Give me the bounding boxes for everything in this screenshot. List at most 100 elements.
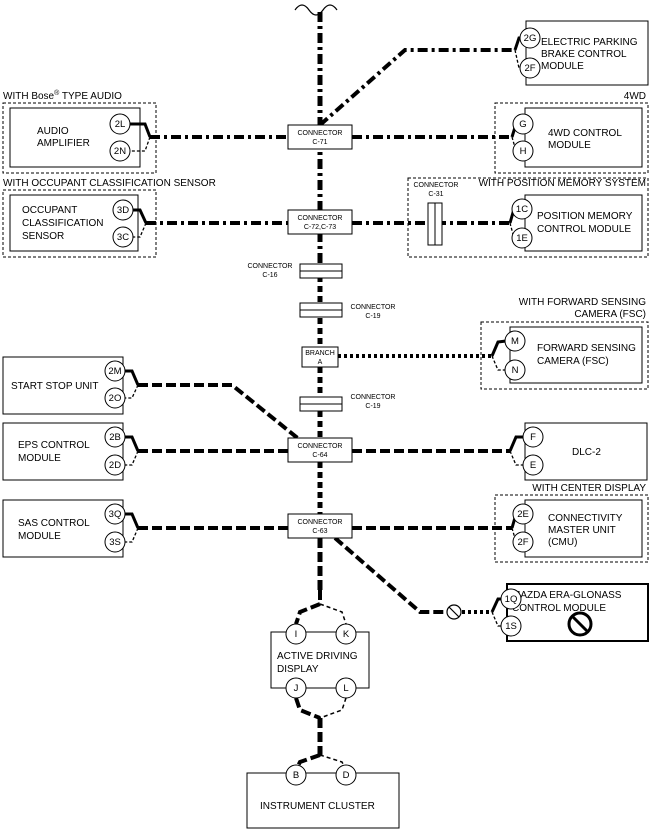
- pin-label-audio-2: 2N: [114, 146, 126, 157]
- pin-sas-1: [104, 503, 126, 525]
- connector-labels: CONNECTOR C-71 CONNECTOR C-72,C-73 CONNE…: [248, 130, 459, 535]
- fork-epb-low: [514, 49, 521, 69]
- box-eps: [2, 422, 124, 481]
- pin-label-ss-2: 2O: [109, 393, 122, 404]
- pin-start-stop-1: [104, 360, 126, 382]
- c19b-label-1: CONNECTOR: [351, 394, 396, 401]
- box-4wd: [524, 107, 643, 168]
- frame-cmu: [494, 494, 649, 563]
- pin-label-occupant-2: 3C: [117, 232, 129, 243]
- frame-4wd: [494, 102, 649, 174]
- pin-4wd-1: [512, 113, 534, 135]
- c64-label-1: CONNECTOR: [298, 443, 343, 450]
- fork-sas-high: [124, 512, 140, 529]
- prohibited-circle-icon: [446, 604, 462, 620]
- pin-eps-2: [104, 454, 126, 476]
- label-start-stop: START STOP UNIT: [11, 381, 98, 392]
- group-label-position-memory: WITH POSITION MEMORY SYSTEM: [479, 178, 646, 189]
- pin-adisp-4: [335, 677, 357, 699]
- label-adisp-1: ACTIVE DRIVING: [277, 651, 358, 662]
- fork-eps-high: [124, 435, 140, 452]
- box-dlc: [524, 422, 648, 481]
- connector-c63: [287, 513, 353, 539]
- pin-label-sas-2: 3S: [109, 537, 121, 548]
- wire-era: [333, 536, 446, 614]
- c63-label-2: C-63: [312, 528, 327, 535]
- connectors: [287, 124, 443, 539]
- label-sas-1: SAS CONTROL: [18, 518, 90, 529]
- label-eps-2: MODULE: [18, 453, 61, 464]
- pin-epb-1: [519, 27, 541, 49]
- label-4wd-1: 4WD CONTROL: [548, 128, 622, 139]
- c19a-label-1: CONNECTOR: [351, 304, 396, 311]
- group-label-fsc-2: CAMERA (FSC): [574, 309, 646, 320]
- pin-labels: 2G 2F 2L 2N G H 3D 3C 1C 1E M N 2M 2O 2B…: [108, 33, 536, 781]
- label-occupant-2: CLASSIFICATION: [22, 218, 104, 229]
- c72-label-2: C-72,C-73: [304, 224, 336, 231]
- label-sas-2: MODULE: [18, 531, 61, 542]
- label-4wd-2: MODULE: [548, 140, 591, 151]
- pin-label-pm-2: 1E: [516, 233, 528, 244]
- fork-occupant-low: [132, 222, 147, 238]
- fork-start-stop-low: [124, 384, 139, 399]
- box-position-memory: [524, 194, 643, 252]
- pin-position-memory-2: [511, 227, 533, 249]
- c19b-label-2: C-19: [365, 403, 380, 410]
- prohibited-circle-icon: [567, 611, 593, 637]
- fork-era-low: [491, 611, 502, 627]
- pin-label-4wd-2: H: [520, 146, 527, 157]
- pin-era-1: [500, 588, 522, 610]
- c31-label-1: CONNECTOR: [414, 182, 459, 189]
- label-era-1: MAZDA ERA-GLONASS: [512, 590, 622, 601]
- label-cluster: INSTRUMENT CLUSTER: [260, 801, 375, 812]
- group-label-bose: WITH Bose® TYPE AUDIO: [3, 89, 122, 102]
- pin-label-sas-1: 3Q: [109, 509, 122, 520]
- box-cmu: [524, 499, 643, 558]
- pin-era-2: [500, 615, 522, 637]
- label-cmu-1: CONNECTIVITY: [548, 513, 623, 524]
- connector-c71: [287, 124, 353, 150]
- label-cmu-2: MASTER UNIT: [548, 525, 616, 536]
- c64-label-2: C-64: [312, 452, 327, 459]
- box-fsc: [509, 326, 643, 384]
- c31-label-2: C-31: [428, 191, 443, 198]
- fork-dlc-high: [508, 435, 524, 452]
- box-sas: [2, 499, 124, 558]
- pin-label-audio-1: 2L: [115, 119, 126, 130]
- label-cmu-3: (CMU): [548, 537, 577, 548]
- pin-label-eps-2: 2D: [109, 460, 121, 471]
- pin-label-4wd-1: G: [519, 119, 526, 130]
- pin-cmu-2: [512, 531, 534, 553]
- pin-dlc-1: [522, 426, 544, 448]
- pin-label-cluster-1: B: [293, 770, 299, 781]
- wire-adisp-i: [294, 590, 322, 625]
- frame-occupant: [2, 189, 157, 258]
- pin-label-adisp-4: L: [343, 683, 348, 694]
- pin-label-ss-1: 2M: [108, 366, 121, 377]
- frame-position-memory: [407, 177, 649, 258]
- frame-fsc: [480, 321, 649, 390]
- label-position-memory-1: POSITION MEMORY: [537, 211, 633, 222]
- pin-start-stop-2: [104, 387, 126, 409]
- pin-label-eps-1: 2B: [109, 432, 121, 443]
- pin-4wd-2: [512, 140, 534, 162]
- pin-circles: [104, 27, 544, 786]
- module-boxes: [2, 20, 649, 829]
- fork-sas-low: [124, 527, 139, 543]
- label-fsc-1: FORWARD SENSING: [537, 343, 636, 354]
- pin-fsc-1: [504, 330, 526, 352]
- wire-adisp-l: [319, 697, 347, 719]
- box-start-stop: [2, 356, 124, 415]
- pin-label-era-2: 1S: [505, 621, 517, 632]
- c72-label-1: CONNECTOR: [298, 215, 343, 222]
- pin-fsc-2: [504, 359, 526, 381]
- pin-sas-2: [104, 531, 126, 553]
- wire-adisp-k: [319, 603, 347, 625]
- pin-cmu-1: [512, 503, 534, 525]
- pin-position-memory-1: [511, 198, 533, 220]
- pin-cluster-2: [335, 764, 357, 786]
- label-position-memory-2: CONTROL MODULE: [537, 224, 631, 235]
- fork-fsc-low: [491, 355, 506, 371]
- fork-audio-high: [129, 122, 152, 138]
